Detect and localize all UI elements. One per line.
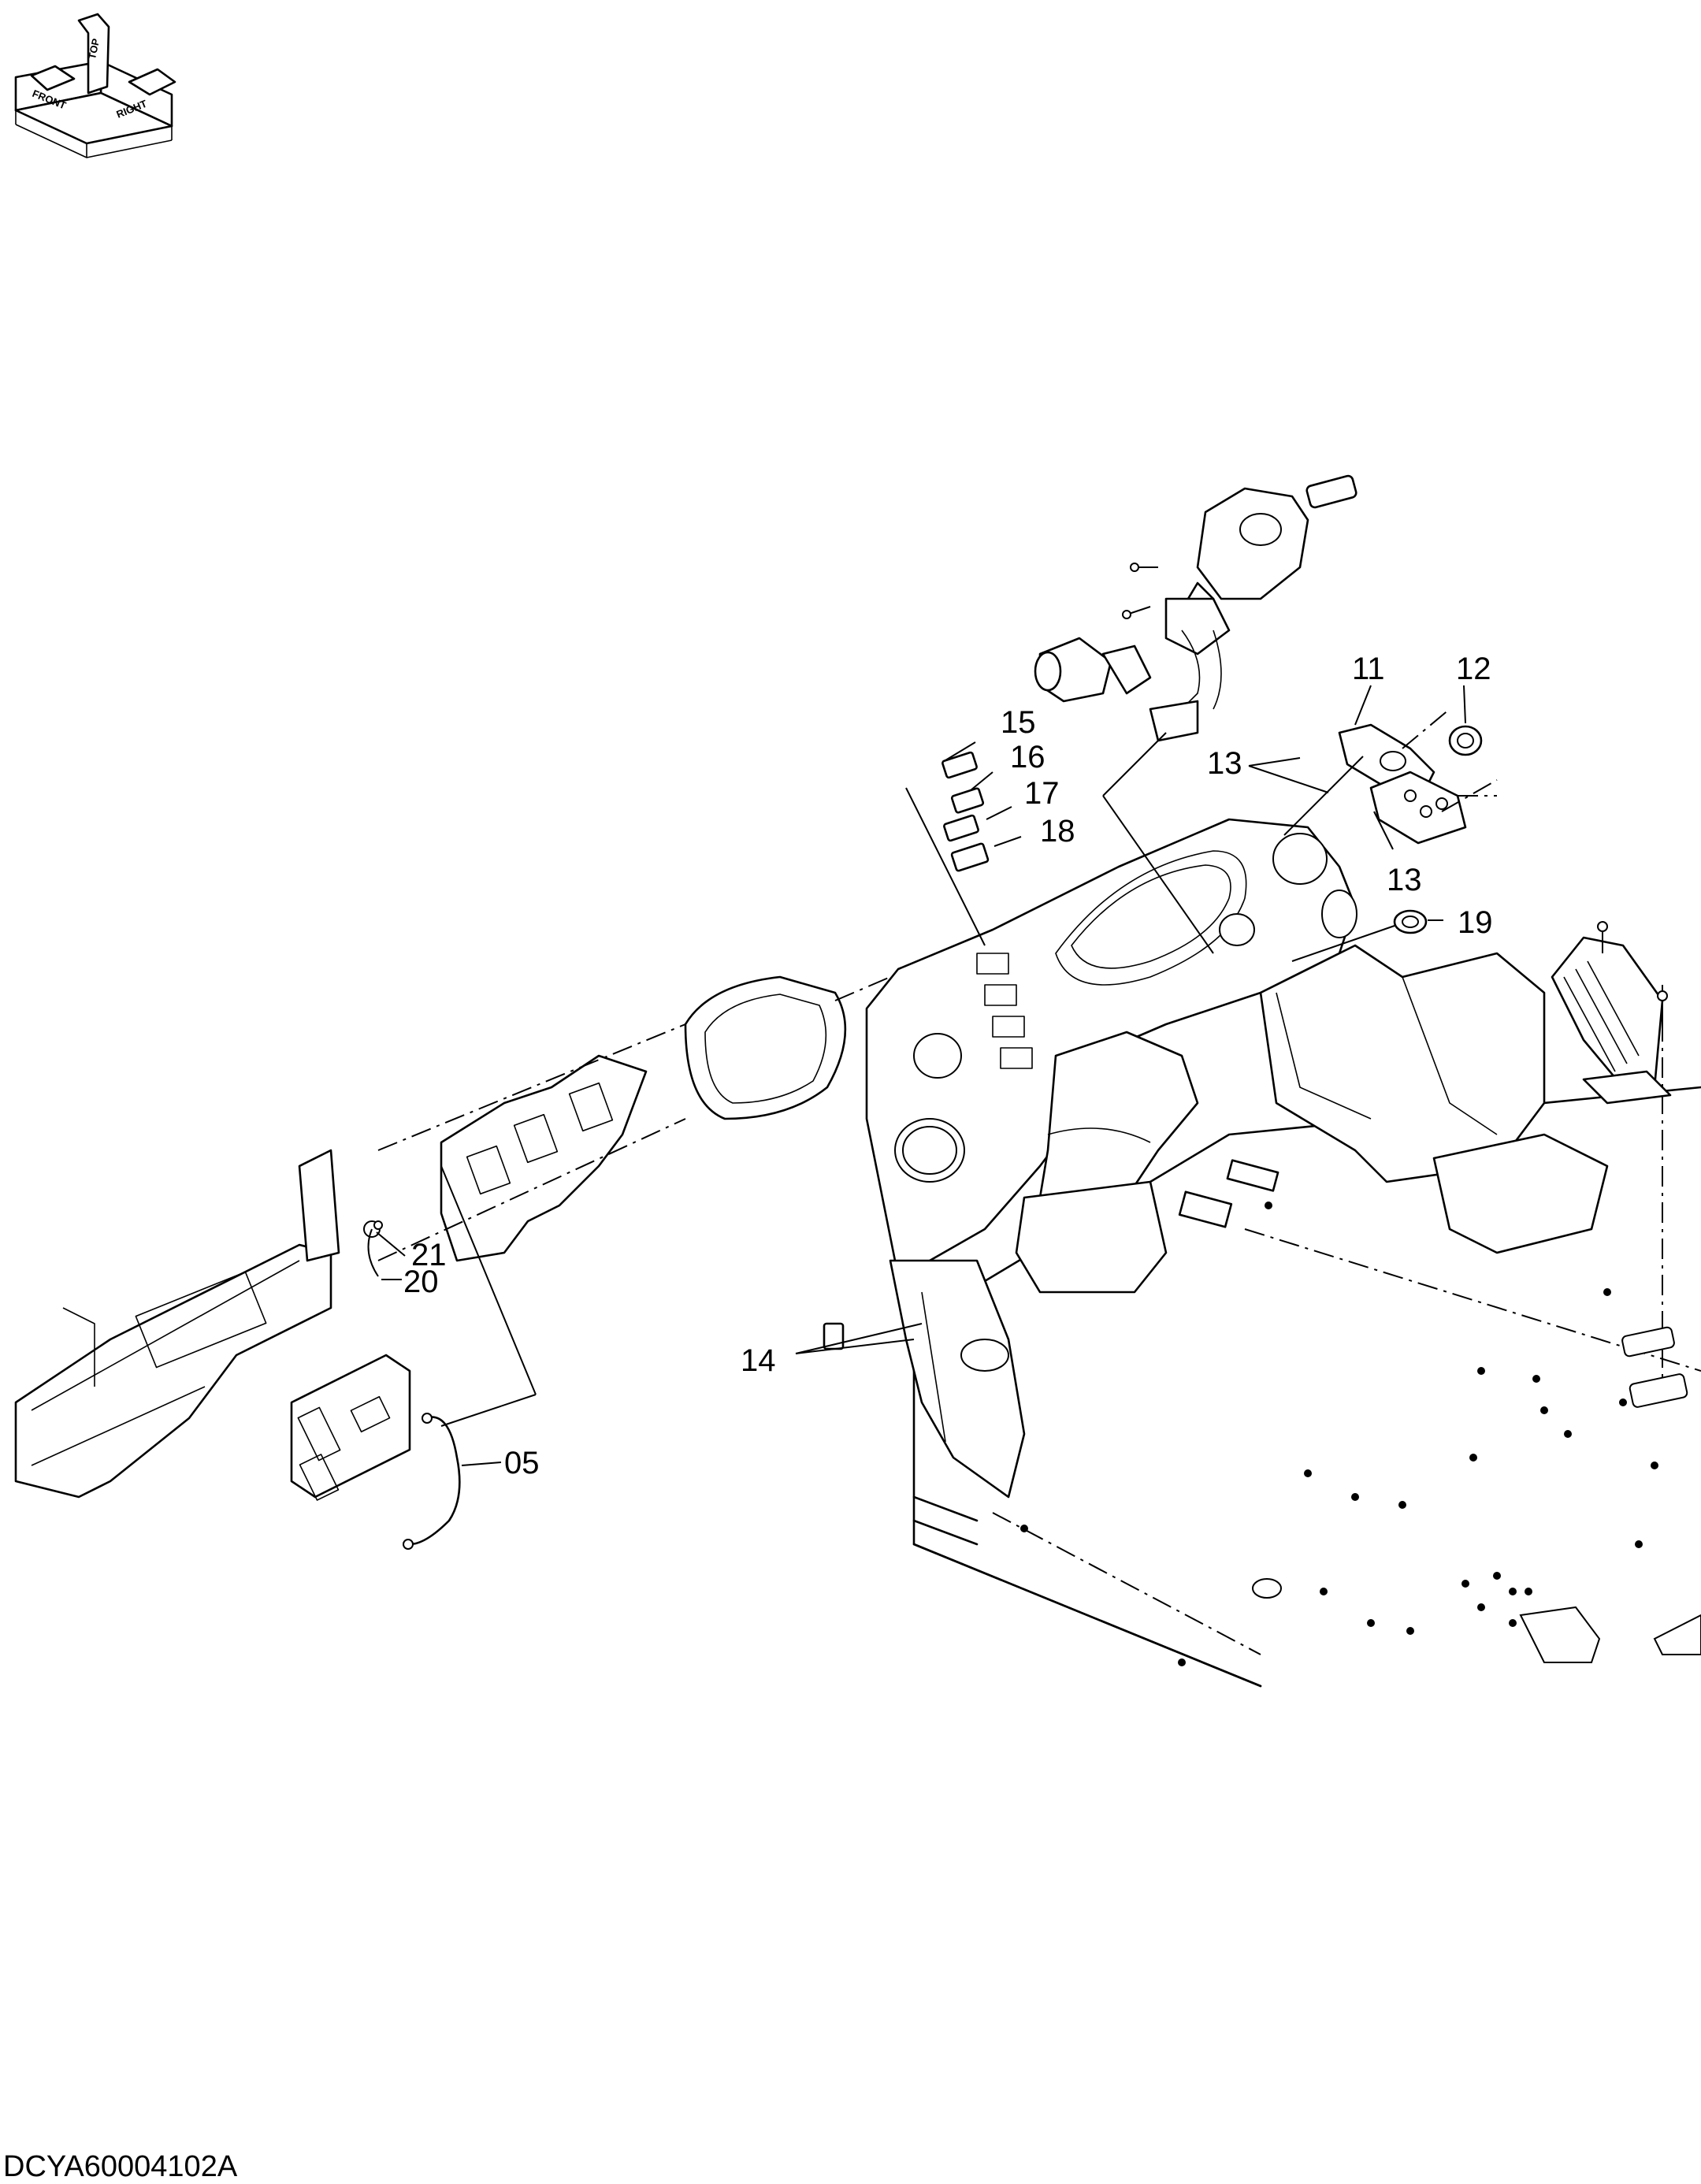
callout-05: 05	[504, 1446, 540, 1480]
callout-21: 21	[411, 1238, 447, 1272]
left-frame-assembly	[14, 1149, 461, 1550]
callout-labels: 05 11 12 13 13 14 15 16 17 18 19 20 21	[403, 652, 1493, 1480]
callout-14: 14	[741, 1343, 776, 1378]
drawing-number: DCYA60004102A	[3, 2150, 238, 2183]
dashboard-console	[865, 818, 1609, 1546]
instrument-cluster	[684, 975, 891, 1120]
rocker-switches	[905, 751, 990, 946]
part-14-clip	[795, 1322, 923, 1354]
callout-15: 15	[1001, 705, 1036, 740]
orientation-icon: TOP FRONT RIGHT	[14, 13, 176, 158]
cluster-bracket	[377, 1023, 686, 1427]
callout-13-upper: 13	[1207, 746, 1242, 781]
orientation-top-label: TOP	[86, 37, 102, 60]
combination-switch	[1034, 474, 1357, 954]
callout-18: 18	[1040, 814, 1075, 849]
callout-20: 20	[403, 1265, 439, 1299]
switch-panel-parts	[1283, 708, 1498, 845]
callout-19: 19	[1458, 905, 1493, 940]
callout-12: 12	[1456, 652, 1491, 686]
callout-11: 11	[1352, 652, 1385, 686]
accelerator-pedal	[1551, 921, 1672, 1105]
leader-lines	[376, 685, 1466, 1466]
callout-17: 17	[1024, 776, 1060, 811]
callout-16: 16	[1010, 740, 1045, 774]
switch-19	[1291, 909, 1428, 962]
callout-13-lower: 13	[1387, 863, 1422, 897]
